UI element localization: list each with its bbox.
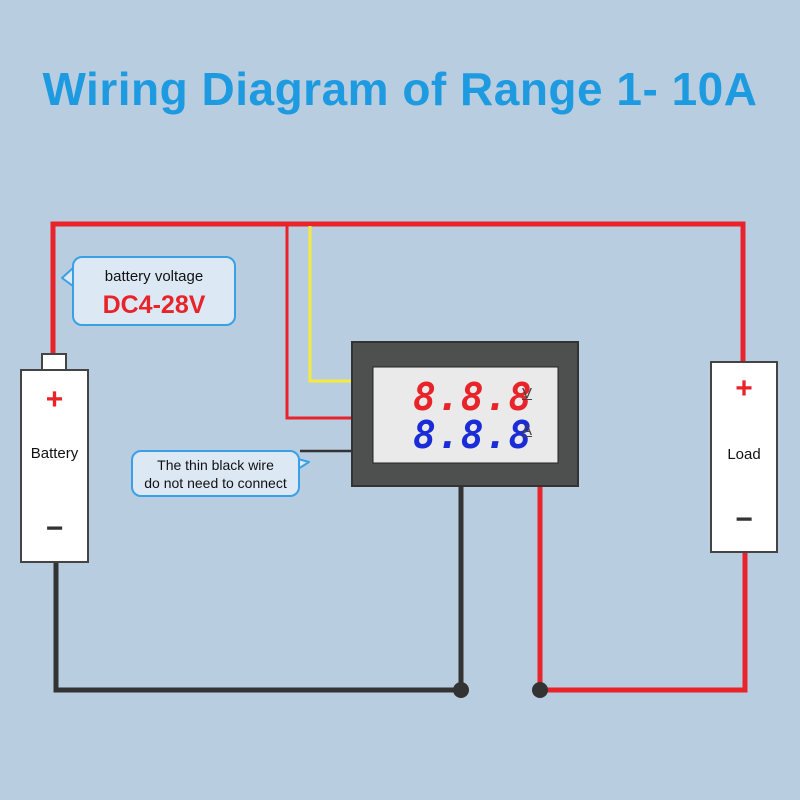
junction-black	[453, 682, 469, 698]
yellow-sense-lead	[308, 226, 352, 383]
junction-red	[532, 682, 548, 698]
callout-wire-line2: do not need to connect	[144, 475, 287, 491]
callout-wire-line1: The thin black wire	[157, 457, 274, 473]
current-reading: 8.8.8	[413, 413, 533, 457]
battery-cap	[41, 353, 67, 371]
callout-battery-voltage: battery voltage DC4-28V	[72, 256, 236, 326]
red-wire-top	[50, 221, 746, 362]
load-plus-sign: +	[735, 372, 753, 405]
battery-body	[20, 369, 89, 563]
voltage-reading: 8.8.8	[413, 375, 533, 419]
battery-minus-sign: −	[45, 512, 64, 545]
callout-voltage-range: DC4-28V	[102, 291, 206, 319]
load-body	[710, 361, 778, 553]
load-minus-sign: −	[735, 503, 753, 536]
battery-plus-sign: +	[45, 383, 64, 416]
black-wire-bottom	[53, 486, 464, 693]
voltage-unit: V	[522, 385, 533, 402]
current-unit: A	[522, 422, 533, 439]
load-label: Load	[727, 446, 761, 463]
battery-label: Battery	[30, 445, 79, 462]
red-wire-bottom	[537, 486, 748, 693]
callout-voltage-caption: battery voltage	[104, 268, 204, 285]
meter-screen	[372, 366, 559, 464]
callout-thin-wire: The thin black wire do not need to conne…	[131, 450, 300, 497]
thin-red-lead	[285, 224, 352, 420]
diagram-title: Wiring Diagram of Range 1- 10A	[42, 63, 758, 115]
